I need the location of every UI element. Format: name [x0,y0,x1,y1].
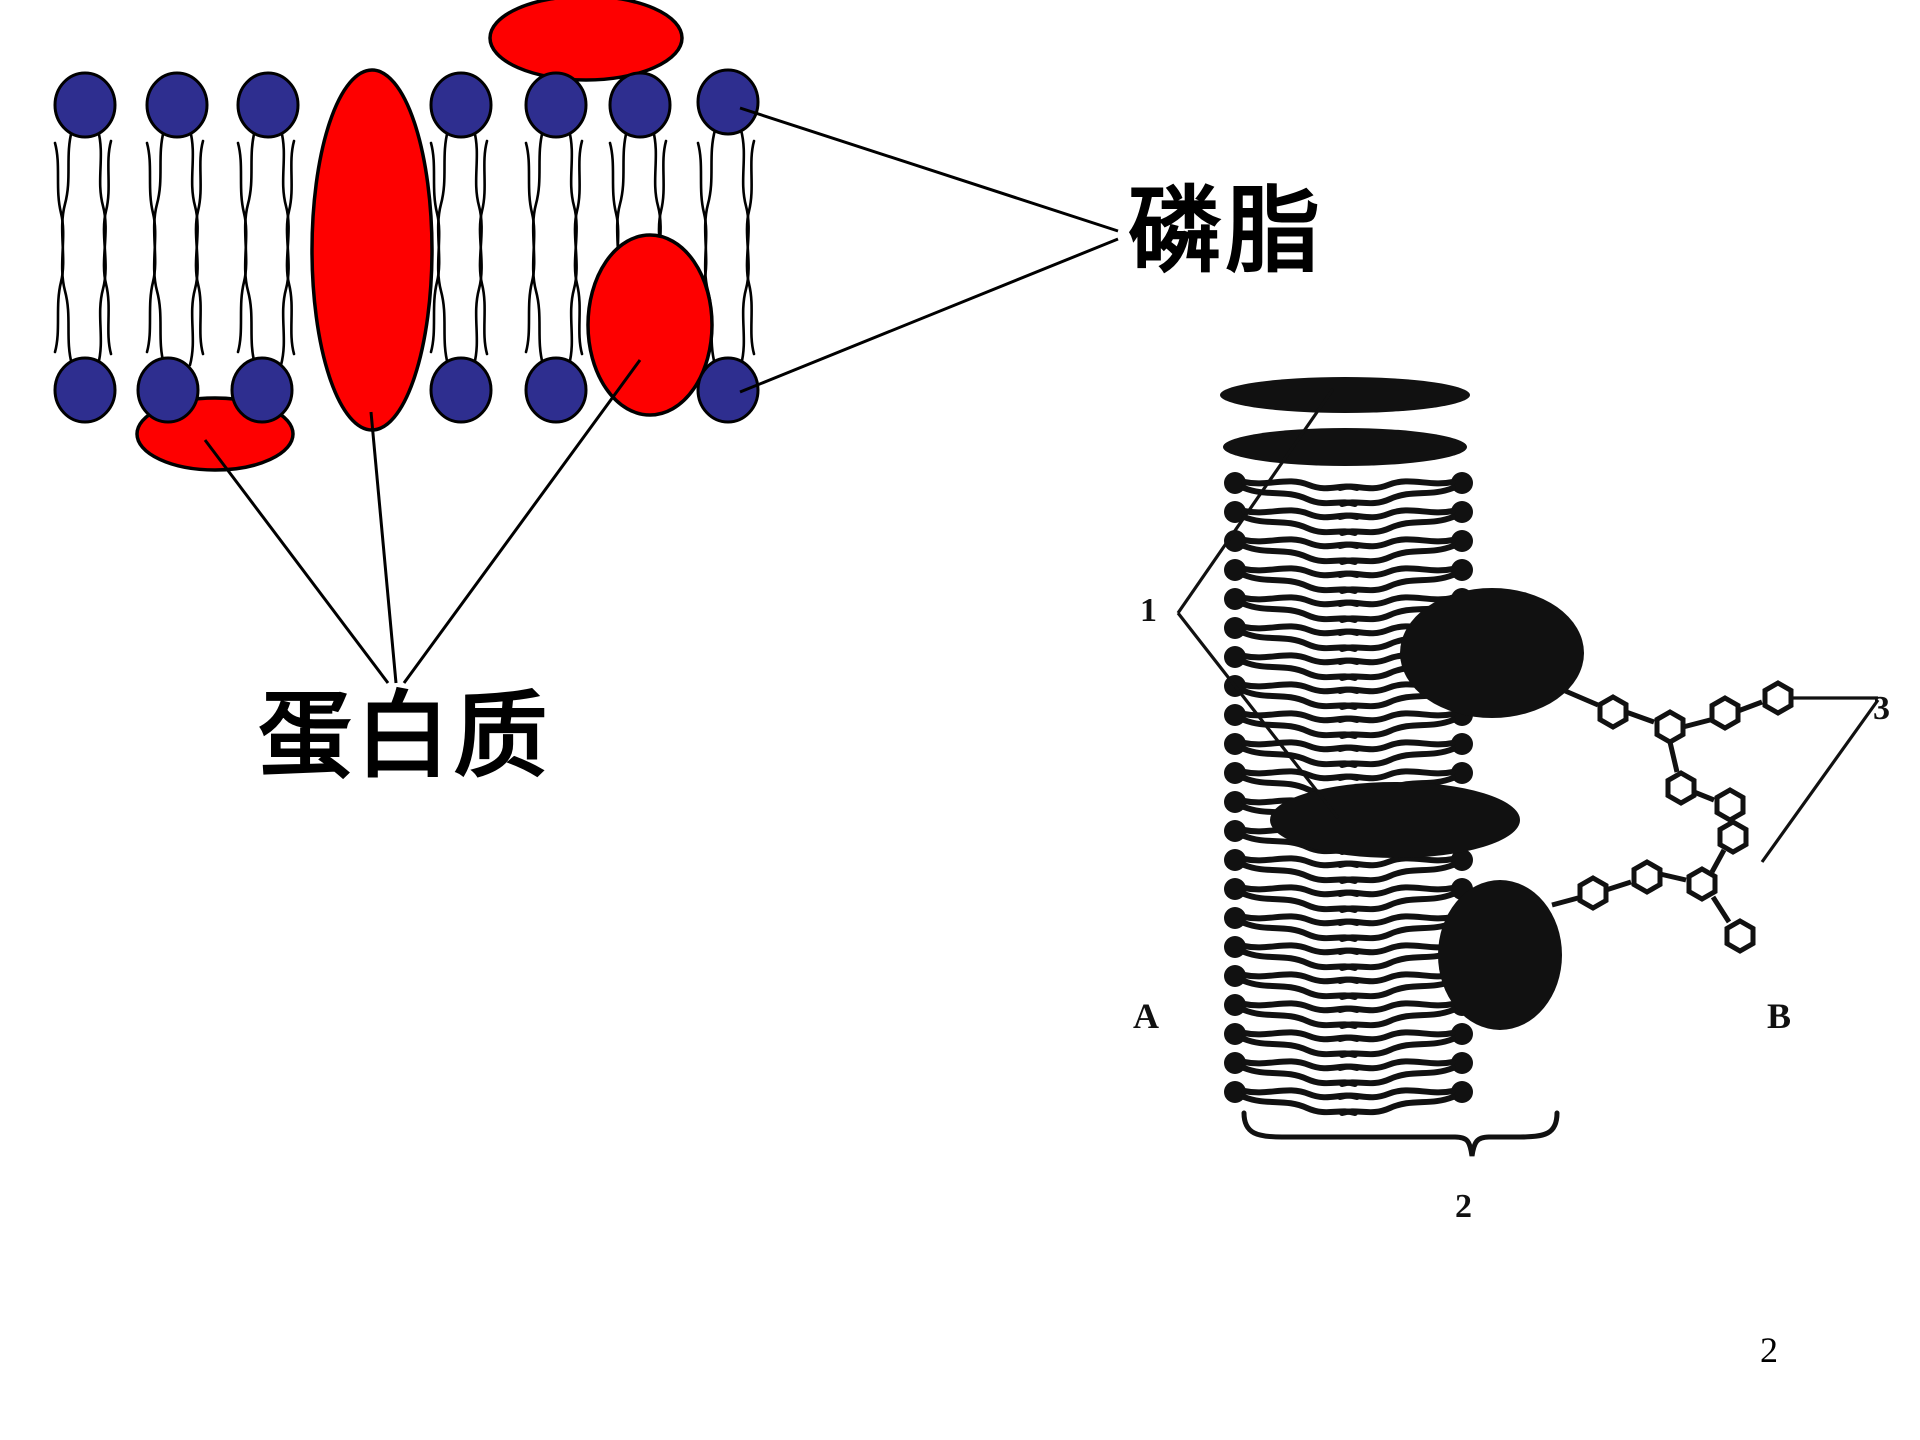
phospholipid-head [230,356,294,424]
page-number: 2 [1760,1330,1778,1370]
figure-label-b: B [1767,996,1792,1036]
phospholipid-head [53,356,117,424]
protein-transmembrane-band [1270,782,1520,858]
phospholipid-head [429,71,493,139]
membrane-outer-surface-layer [1220,377,1470,466]
protein-peripheral-top [488,0,684,82]
figure-label-2: 2 [1455,1188,1472,1225]
brace-label-2 [1241,1110,1560,1157]
phospholipid-head [145,71,209,139]
leader-lines-label-3 [1760,696,1880,863]
leader-lines-label-1 [1176,388,1340,819]
figure-label-1: 1 [1140,592,1157,629]
leader-lines-protein [203,359,642,684]
phospholipid-head [429,356,493,424]
phospholipid-label: 磷脂 [1128,177,1324,286]
figure-label-a: A [1133,996,1159,1036]
phospholipid-head [236,71,300,139]
protein-label: 蛋白质 [258,682,552,791]
phospholipid-head [696,356,760,424]
phospholipid-heads-top [53,68,760,139]
protein-embedded-upper [1400,588,1584,718]
phospholipid-head [53,71,117,139]
phospholipid-head [136,356,200,424]
glycan-chain-upper [1562,683,1791,820]
glycan-chain-lower [1551,822,1753,951]
protein-partial-right [586,233,714,417]
leader-lines-phospholipid [739,106,1119,394]
phospholipid-head [608,71,672,139]
glycoprotein-lower [1438,880,1562,1030]
phospholipid-head [696,68,760,136]
figure-label-3: 3 [1873,690,1890,727]
phospholipid-heads-bottom [53,356,760,424]
phospholipid-head [524,71,588,139]
phospholipid-head [524,356,588,424]
